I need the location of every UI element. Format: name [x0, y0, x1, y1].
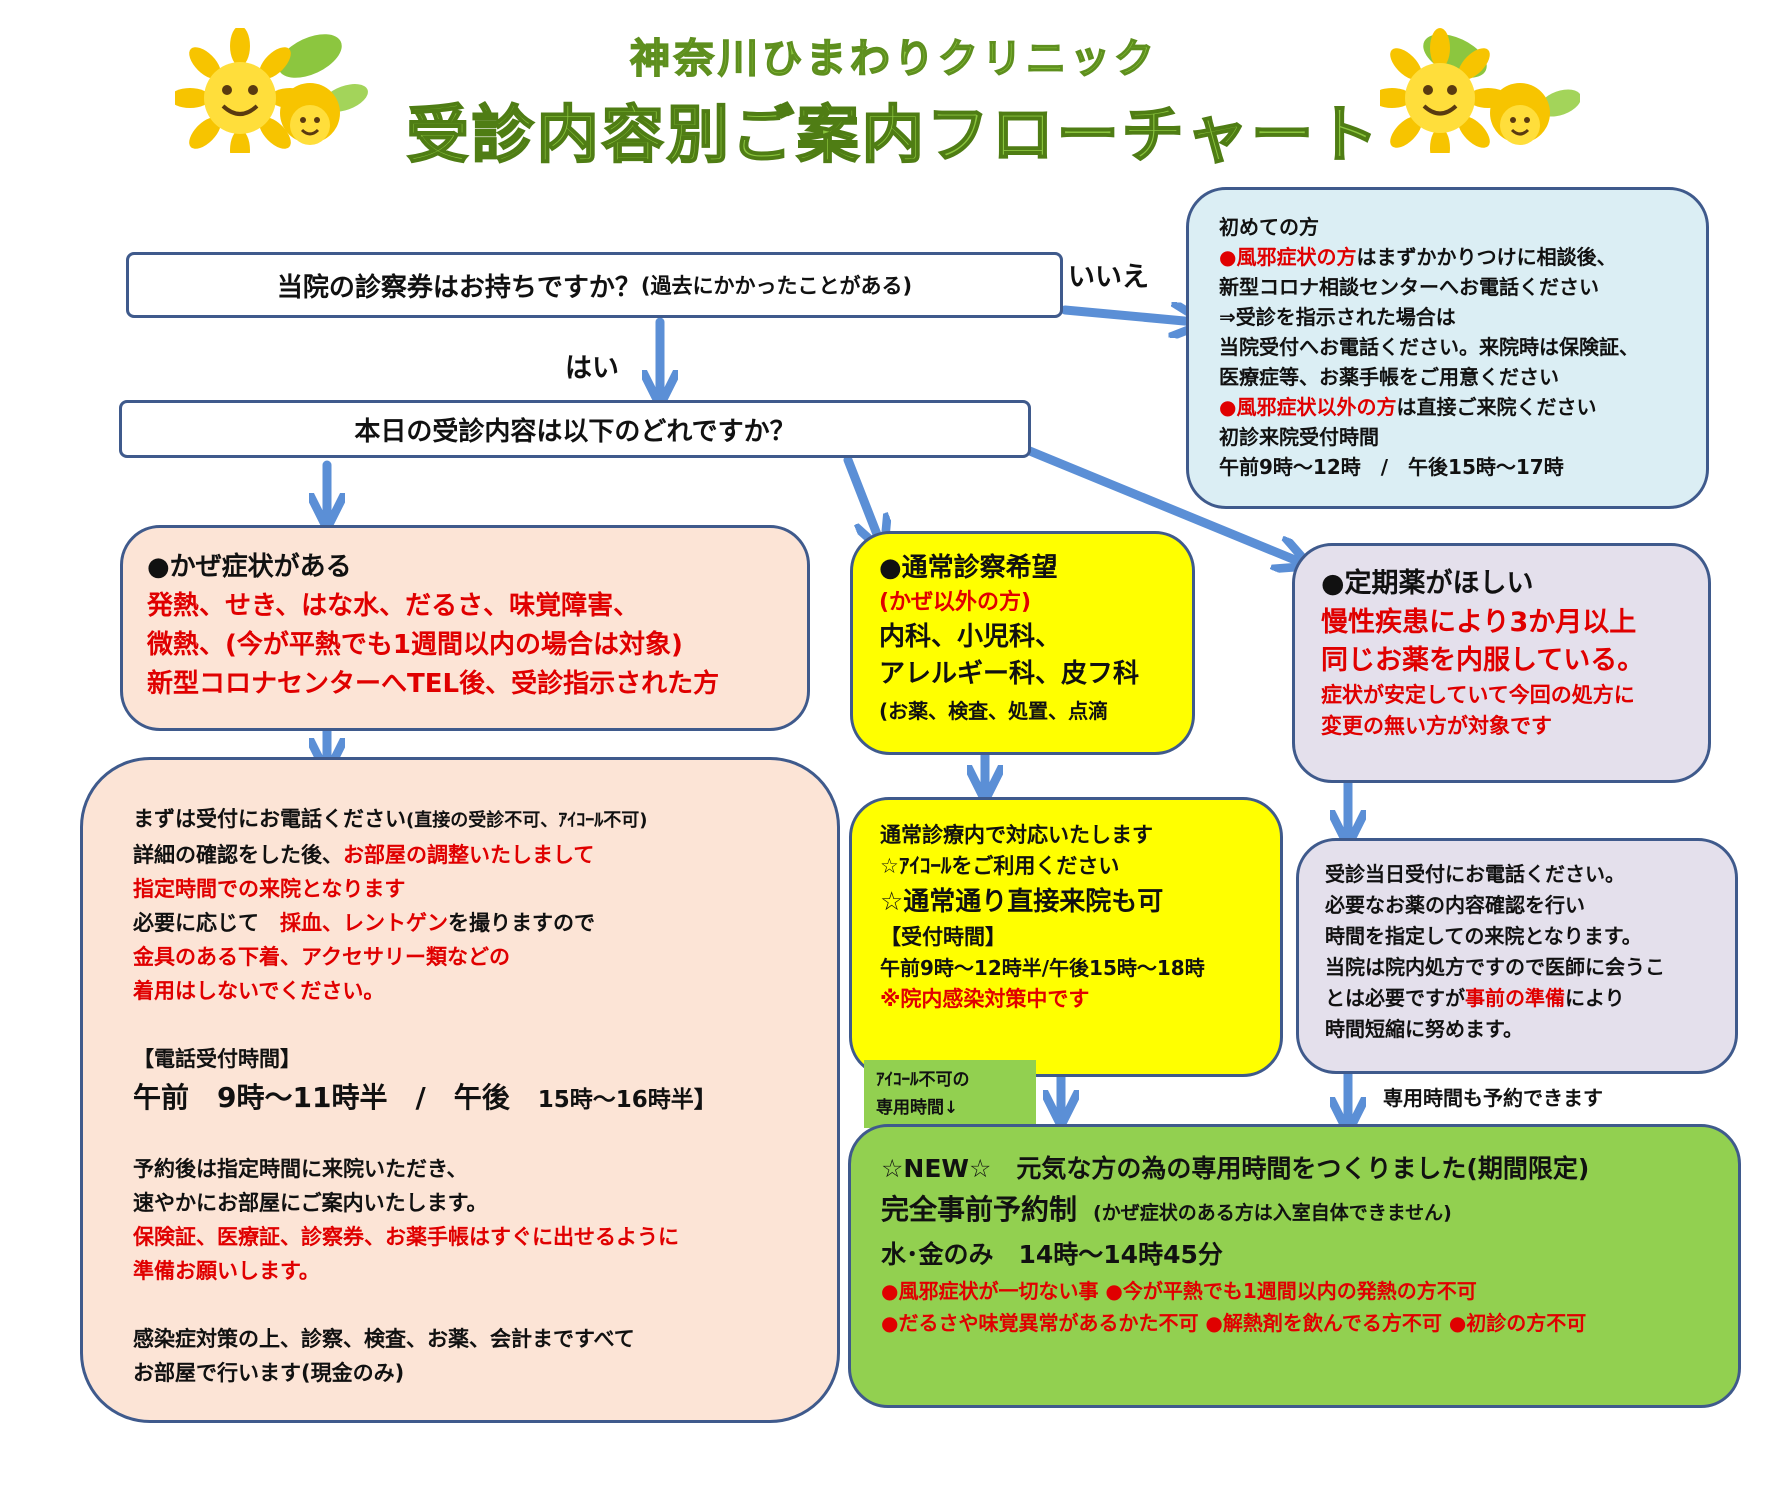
- first-visit-heading: 初めての方: [1219, 215, 1319, 239]
- regular-heading: ●定期薬がほしい: [1321, 568, 1534, 599]
- no-label: いいえ: [1068, 262, 1149, 293]
- cold-symptom-label: ●風邪症状の方: [1219, 245, 1357, 269]
- question-visit-type: 本日の受診内容は以下のどれですか？: [119, 400, 1031, 458]
- regular-detail-box: 受診当日受付にお電話ください。 必要なお薬の内容確認を行い 時間を指定しての来院…: [1296, 838, 1738, 1074]
- phone-hours: 午前 9時～11時半 / 午後 15時～16時半】: [133, 1081, 717, 1114]
- arrow-to-normal: [843, 455, 880, 542]
- yes-label: はい: [565, 353, 619, 384]
- question-card-owned: 当院の診察券はお持ちですか？(過去にかかったことがある): [126, 252, 1063, 318]
- arrow-no: [1060, 310, 1195, 322]
- sunflower-left-icon: [175, 28, 368, 153]
- icall-tag: ｱｲｺｰﾙ不可の 専用時間↓: [864, 1060, 1036, 1128]
- new-slot-time: 水･金のみ 14時～14時45分: [881, 1240, 1223, 1269]
- new-slot-heading: ☆NEW☆ 元気な方の為の専用時間をつくりました(期間限定): [881, 1154, 1590, 1183]
- arrow-to-regular: [1015, 442, 1300, 562]
- normal-detail-box: 通常診療内で対応いたします ☆ｱｲｺｰﾙをご利用ください ☆通常通り直接来院も可…: [849, 797, 1283, 1077]
- cold-symptom-box: ●かぜ症状がある 発熱、せき、はな水、だるさ、味覚障害、 微熱、(今が平熱でも1…: [120, 525, 810, 731]
- new-slot-box: ☆NEW☆ 元気な方の為の専用時間をつくりました(期間限定) 完全事前予約制 (…: [848, 1124, 1741, 1408]
- reserve-note: 専用時間も予約できます: [1383, 1086, 1603, 1110]
- normal-consult-box: ●通常診察希望 (かぜ以外の方) 内科、小児科、 アレルギー科、皮フ科 (お薬、…: [850, 531, 1195, 755]
- question-card-text: 当院の診察券はお持ちですか？: [276, 272, 641, 303]
- first-visit-hours: 午前9時～12時 / 午後15時～17時: [1219, 455, 1564, 479]
- non-cold-label: ●風邪症状以外の方: [1219, 395, 1397, 419]
- first-visit-box: 初めての方 ●風邪症状の方はまずかかりつけに相談後、 新型コロナ相談センターへお…: [1186, 187, 1709, 509]
- clinic-name: 神奈川ひまわりクリニック: [629, 35, 1158, 83]
- regular-medicine-box: ●定期薬がほしい 慢性疾患により3か月以上 同じお薬を内服している。 症状が安定…: [1292, 543, 1711, 783]
- question-card-note: (過去にかかったことがある): [640, 274, 913, 298]
- page-title: 受診内容別ご案内フローチャート: [406, 97, 1382, 172]
- cold-detail-box: まずは受付にお電話ください(直接の受診不可、ｱｲｺｰﾙ不可) 詳細の確認をした後…: [80, 757, 840, 1423]
- phone-hours-label: 【電話受付時間】: [133, 1047, 301, 1071]
- sunflower-right-icon: [1380, 28, 1580, 153]
- normal-heading: ●通常診察希望: [879, 553, 1058, 583]
- cold-heading: ●かぜ症状がある: [147, 552, 352, 582]
- question-visit-text: 本日の受診内容は以下のどれですか？: [354, 416, 796, 447]
